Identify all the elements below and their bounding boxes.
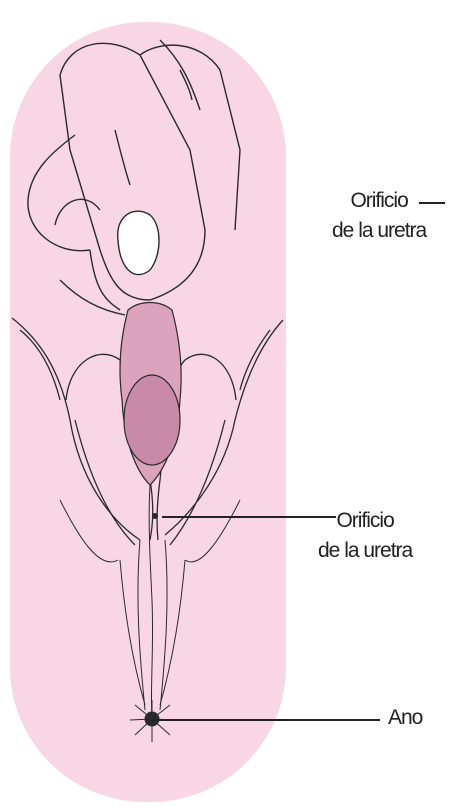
leader-line-anus [152, 719, 380, 721]
label-line-1: Orificio [332, 186, 426, 216]
label-anus: Ano [388, 703, 422, 733]
label-line-1: Orificio [318, 506, 412, 536]
label-line-2: de la uretra [332, 216, 426, 246]
leader-line-middle [162, 516, 336, 518]
fingernail [118, 211, 159, 274]
label-urethral-opening-middle: Orificio de la uretra [318, 506, 412, 566]
leader-line-top [419, 202, 445, 204]
label-urethral-opening-top: Orificio de la uretra [332, 186, 426, 246]
vaginal-opening [124, 375, 180, 465]
urethral-opening-dot [152, 513, 158, 519]
label-line-2: de la uretra [318, 536, 412, 566]
